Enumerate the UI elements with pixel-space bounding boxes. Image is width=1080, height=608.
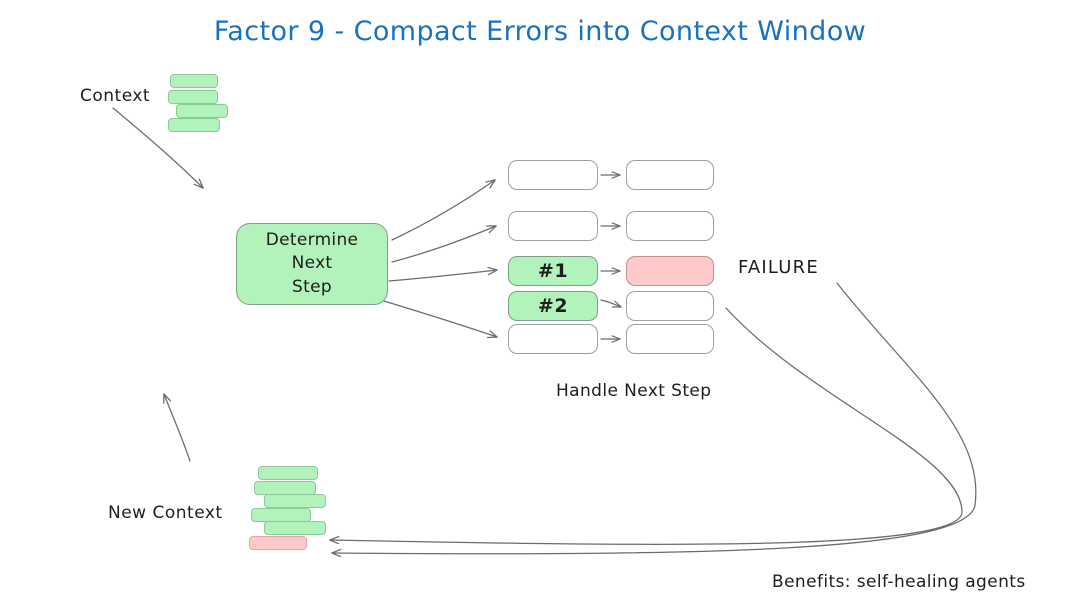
step-row4-right-box[interactable] — [626, 291, 714, 321]
step-row2-left-box[interactable] — [508, 211, 598, 241]
new-context-bar — [258, 466, 318, 480]
step-row2-right-box[interactable] — [626, 211, 714, 241]
step-row4-left-box[interactable]: #2 — [508, 291, 598, 321]
new-context-bar — [251, 508, 311, 522]
determine-line-1: Determine — [265, 229, 359, 250]
step-row3-right-box[interactable] — [626, 256, 714, 286]
failure-label: FAILURE — [738, 257, 819, 278]
arrow-new-context-up — [164, 394, 191, 462]
benefits-label: Benefits: self-healing agents — [772, 572, 1026, 592]
context-bar — [168, 118, 220, 132]
step-row1-left-box[interactable] — [508, 160, 598, 190]
arrow-determine-to-row1 — [391, 180, 495, 241]
context-bar — [176, 104, 228, 118]
arrow-determine-to-row5 — [383, 300, 497, 337]
context-label: Context — [80, 86, 151, 106]
new-context-bar — [264, 494, 326, 508]
arrow-determine-to-row3 — [388, 270, 497, 282]
context-bar — [168, 90, 218, 104]
step-row1-right-box[interactable] — [626, 160, 714, 190]
arrow-determine-to-row2 — [391, 226, 496, 263]
curve-step2-to-new-context — [330, 307, 963, 545]
step-row5-left-box[interactable] — [508, 324, 598, 354]
handle-next-step-caption: Handle Next Step — [556, 381, 712, 401]
curve-failure-to-new-context — [332, 282, 977, 554]
step-row3-left-box[interactable]: #1 — [508, 256, 598, 286]
determine-line-2: Next — [291, 253, 333, 274]
arrow-row4-left-to-right — [600, 299, 621, 307]
new-context-bar — [264, 521, 326, 535]
page-title: Factor 9 - Compact Errors into Context W… — [213, 16, 867, 47]
arrow-context-to-determine — [112, 107, 203, 188]
new-context-label: New Context — [108, 503, 223, 523]
new-context-error-bar — [249, 536, 307, 550]
determine-line-3: Step — [292, 276, 332, 297]
context-bar — [170, 74, 218, 88]
new-context-bar — [254, 481, 316, 495]
determine-next-step-box[interactable]: Determine Next Step — [236, 223, 388, 305]
step-row5-right-box[interactable] — [626, 324, 714, 354]
